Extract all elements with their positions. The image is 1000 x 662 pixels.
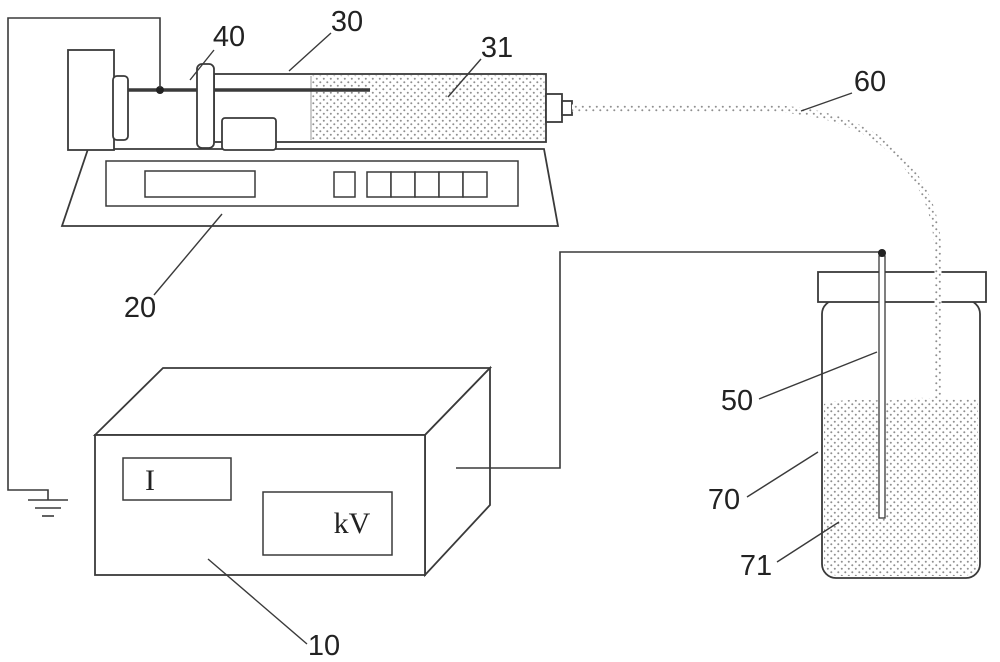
syringe-pump [60,49,573,227]
barrel-clamp [221,117,277,151]
reference-labels: 40 30 31 60 20 50 70 71 10 [124,6,886,662]
syringe-tip [545,93,563,123]
plunger-flange [112,75,129,141]
leader-electrode [758,351,878,400]
leader-plunger-rod [288,32,332,72]
current-display [122,457,232,501]
pump-display [144,170,256,198]
leader-bottle [746,451,819,498]
pump-button [390,171,416,198]
pump-button [414,171,440,198]
syringe-liquid [311,75,545,141]
ground-wire [7,17,161,500]
label-plunger-flange: 40 [213,21,245,53]
label-power-supply: 10 [308,630,340,662]
label-electrode: 50 [721,385,753,417]
collection-bottle [817,271,987,579]
barrel-flange [196,63,215,149]
power-supply-top-face [92,367,493,436]
ground-symbol-icon [28,499,68,517]
ground-circuit [7,17,161,517]
hv-wire [456,251,880,469]
label-syringe-barrel: 31 [481,32,513,64]
rod-junction-dot [156,86,164,94]
leader-syringe-barrel [447,58,482,98]
voltage-display [262,491,393,556]
pump-button [438,171,464,198]
label-tube: 60 [854,66,886,98]
pump-button [366,171,392,198]
electrode-rod [878,255,886,519]
current-readout: I [145,464,155,497]
leader-tube [800,92,853,112]
pump-button [462,171,488,198]
leader-power-supply [207,558,308,645]
label-bottle: 70 [708,484,740,516]
pusher-block [67,49,115,151]
bottle-cap [817,271,987,303]
pump-buttons [333,171,488,198]
label-syringe-pump: 20 [124,292,156,324]
leader-liquid [776,521,840,563]
electrode-assembly [456,249,886,519]
voltage-readout: kV [334,507,371,540]
bottle-liquid [824,397,978,576]
power-supply [92,365,493,578]
syringe-nozzle [561,100,573,116]
pump-button [333,171,356,198]
label-plunger-rod: 30 [331,6,363,38]
leader-syringe-pump [153,213,223,296]
electrode-junction-dot [878,249,886,257]
feed-tube [572,104,942,528]
leader-lines [153,32,878,645]
leader-plunger-flange [189,49,215,81]
label-liquid: 71 [740,550,772,582]
